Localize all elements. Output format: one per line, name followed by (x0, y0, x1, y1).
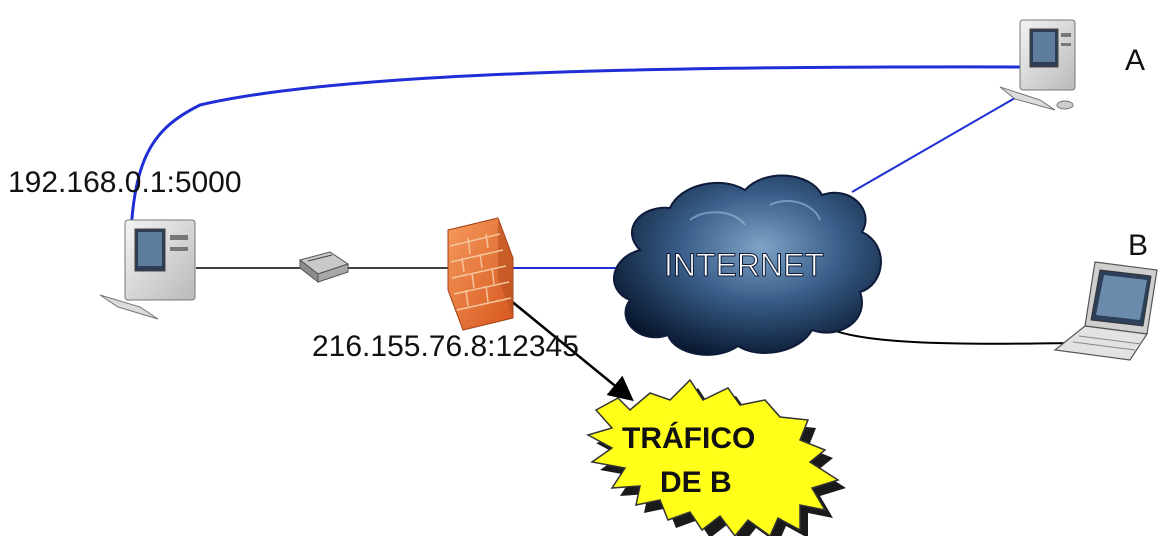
network-hub-icon (298, 251, 350, 284)
link-internet-to-a (851, 97, 1016, 193)
local-computer-icon (99, 219, 196, 320)
local-address-label: 192.168.0.1:5000 (8, 166, 242, 199)
laptop-b-icon (1053, 261, 1158, 361)
internet-cloud-icon (613, 174, 882, 356)
computer-a-icon (999, 19, 1076, 111)
explosion-burst-icon (586, 378, 846, 536)
arrow-firewall-to-traffic (509, 299, 634, 402)
node-a-label: A (1125, 44, 1145, 77)
firewall-icon (447, 217, 514, 331)
traffic-label-line1: TRÁFICO (622, 421, 755, 455)
internet-label: INTERNET (664, 247, 824, 283)
traffic-label-line2: DE B (660, 466, 732, 499)
public-address-label: 216.155.76.8:12345 (312, 330, 579, 363)
link-local-to-a (128, 65, 1041, 271)
node-b-label: B (1128, 229, 1148, 262)
